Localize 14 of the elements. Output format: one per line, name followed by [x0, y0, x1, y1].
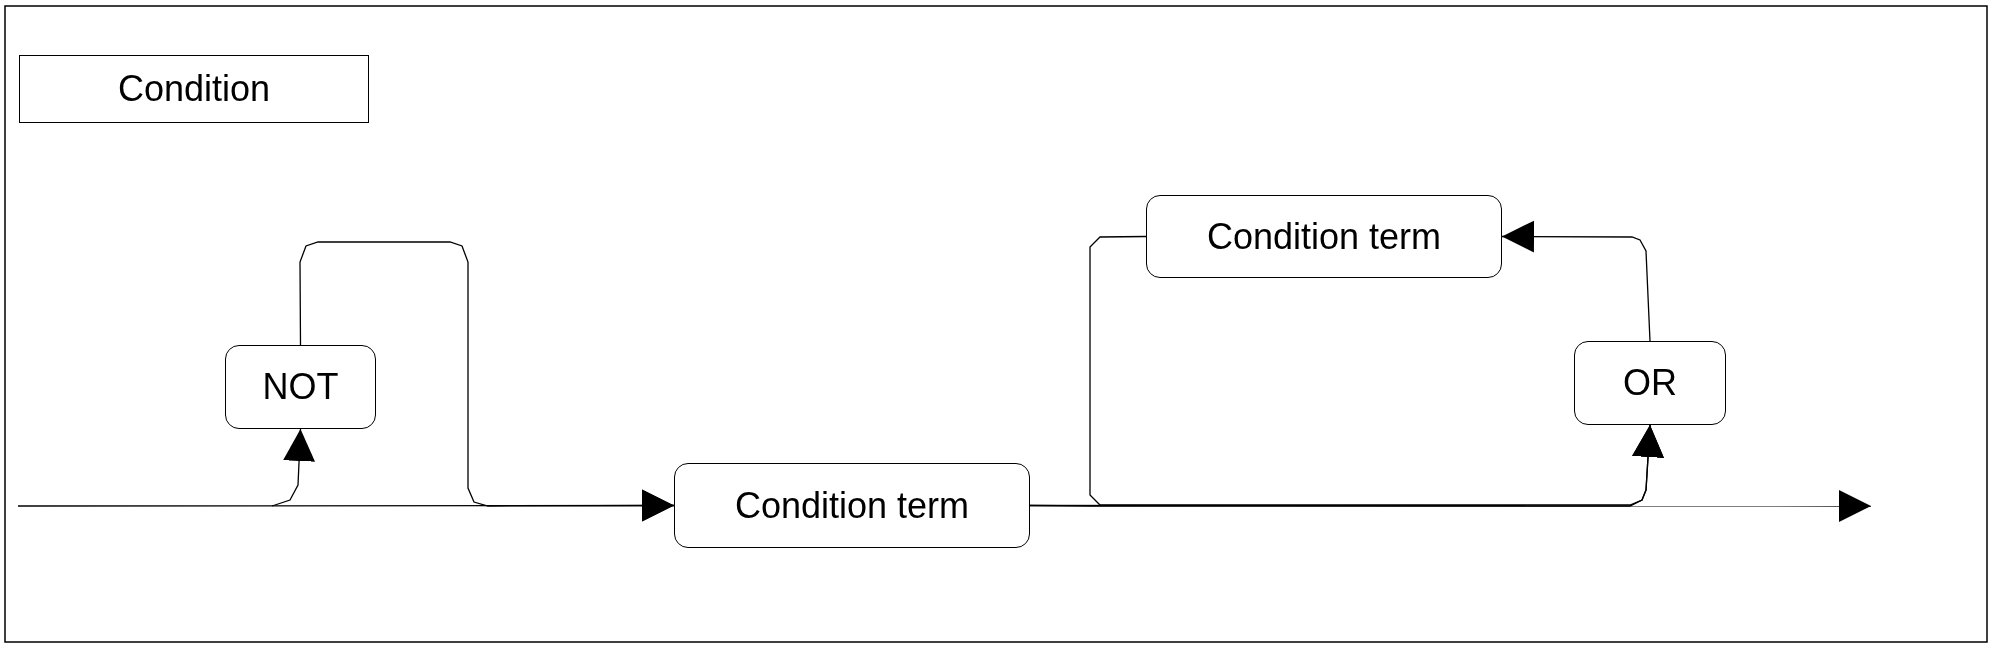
title-box	[19, 55, 369, 123]
term-box	[674, 463, 1030, 548]
arrow	[1501, 220, 1651, 342]
term-box	[1146, 195, 1502, 278]
node-label: Condition	[117, 68, 271, 110]
arrow	[271, 428, 316, 507]
node-label: NOT	[262, 366, 339, 408]
keyword-box	[225, 345, 376, 429]
arrow	[1089, 235, 1664, 506]
node-label: Condition term	[734, 484, 970, 527]
node-label: OR	[1623, 362, 1677, 404]
keyword-box	[1574, 341, 1726, 425]
arrow	[299, 241, 675, 522]
node-label: Condition term	[1206, 215, 1442, 258]
